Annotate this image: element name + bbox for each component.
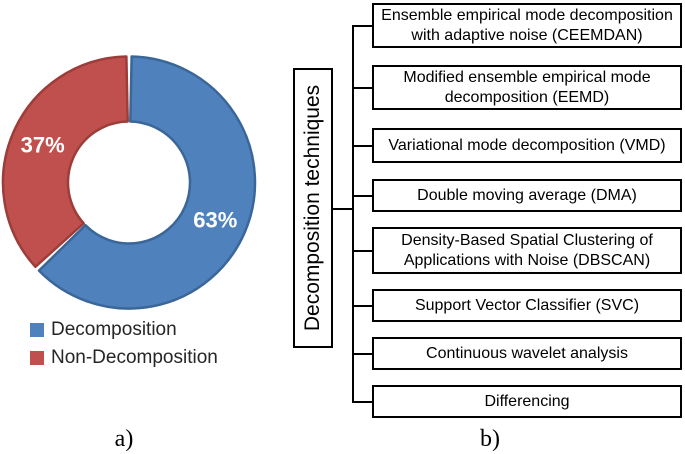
connector-trunk — [331, 208, 354, 210]
technique-box-vmd: Variational mode decomposition (VMD) — [372, 128, 682, 163]
technique-label: Modified ensemble empirical mode decompo… — [403, 68, 651, 106]
technique-label: Support Vector Classifier (SVC) — [414, 296, 640, 314]
connector-branch-5 — [352, 250, 372, 252]
technique-box-eemd: Modified ensemble empirical mode decompo… — [372, 65, 682, 110]
technique-box-dbscan: Density-Based Spatial Clustering of Appl… — [372, 227, 682, 274]
caption-a: a) — [114, 426, 134, 452]
donut-slice-2 — [1, 55, 129, 269]
data-label-2: 37% — [21, 133, 65, 158]
technique-label: Variational mode decomposition (VMD) — [388, 136, 666, 154]
data-label-1: 63% — [193, 207, 237, 232]
technique-label: Ensemble empirical mode decomposition wi… — [381, 6, 673, 44]
caption-b: b) — [480, 426, 500, 452]
connector-branch-6 — [352, 305, 372, 307]
technique-box-ceemdan: Ensemble empirical mode decomposition wi… — [372, 3, 682, 48]
connector-branch-3 — [352, 145, 372, 147]
legend-item-2: Non-Decomposition — [30, 348, 218, 368]
connector-branch-4 — [352, 195, 372, 197]
legend-item-1: Decomposition — [30, 320, 218, 340]
legend-label: Decomposition — [51, 319, 177, 340]
technique-box-dma: Double moving average (DMA) — [372, 179, 682, 212]
technique-label: Differencing — [484, 392, 570, 410]
technique-label: Density-Based Spatial Clustering of Appl… — [401, 231, 653, 269]
technique-box-cwa: Continuous wavelet analysis — [372, 337, 682, 370]
legend-swatch-icon — [30, 351, 44, 365]
legend-label: Non-Decomposition — [51, 347, 218, 368]
technique-box-svc: Support Vector Classifier (SVC) — [372, 289, 682, 322]
connector-branch-7 — [352, 353, 372, 355]
connector-spine — [352, 25, 354, 403]
donut-chart: 63% 37% — [1, 55, 257, 310]
diagram-root-label: Decomposition techniques — [301, 84, 324, 332]
connector-branch-1 — [352, 25, 372, 27]
technique-label: Continuous wavelet analysis — [426, 344, 628, 362]
technique-label: Double moving average (DMA) — [417, 186, 637, 204]
technique-box-differencing: Differencing — [372, 385, 682, 418]
connector-branch-2 — [352, 87, 372, 89]
legend-swatch-icon — [30, 323, 44, 337]
connector-branch-8 — [352, 401, 372, 403]
donut-slice-1 — [37, 55, 257, 310]
diagram-root-box: Decomposition techniques — [293, 68, 333, 348]
